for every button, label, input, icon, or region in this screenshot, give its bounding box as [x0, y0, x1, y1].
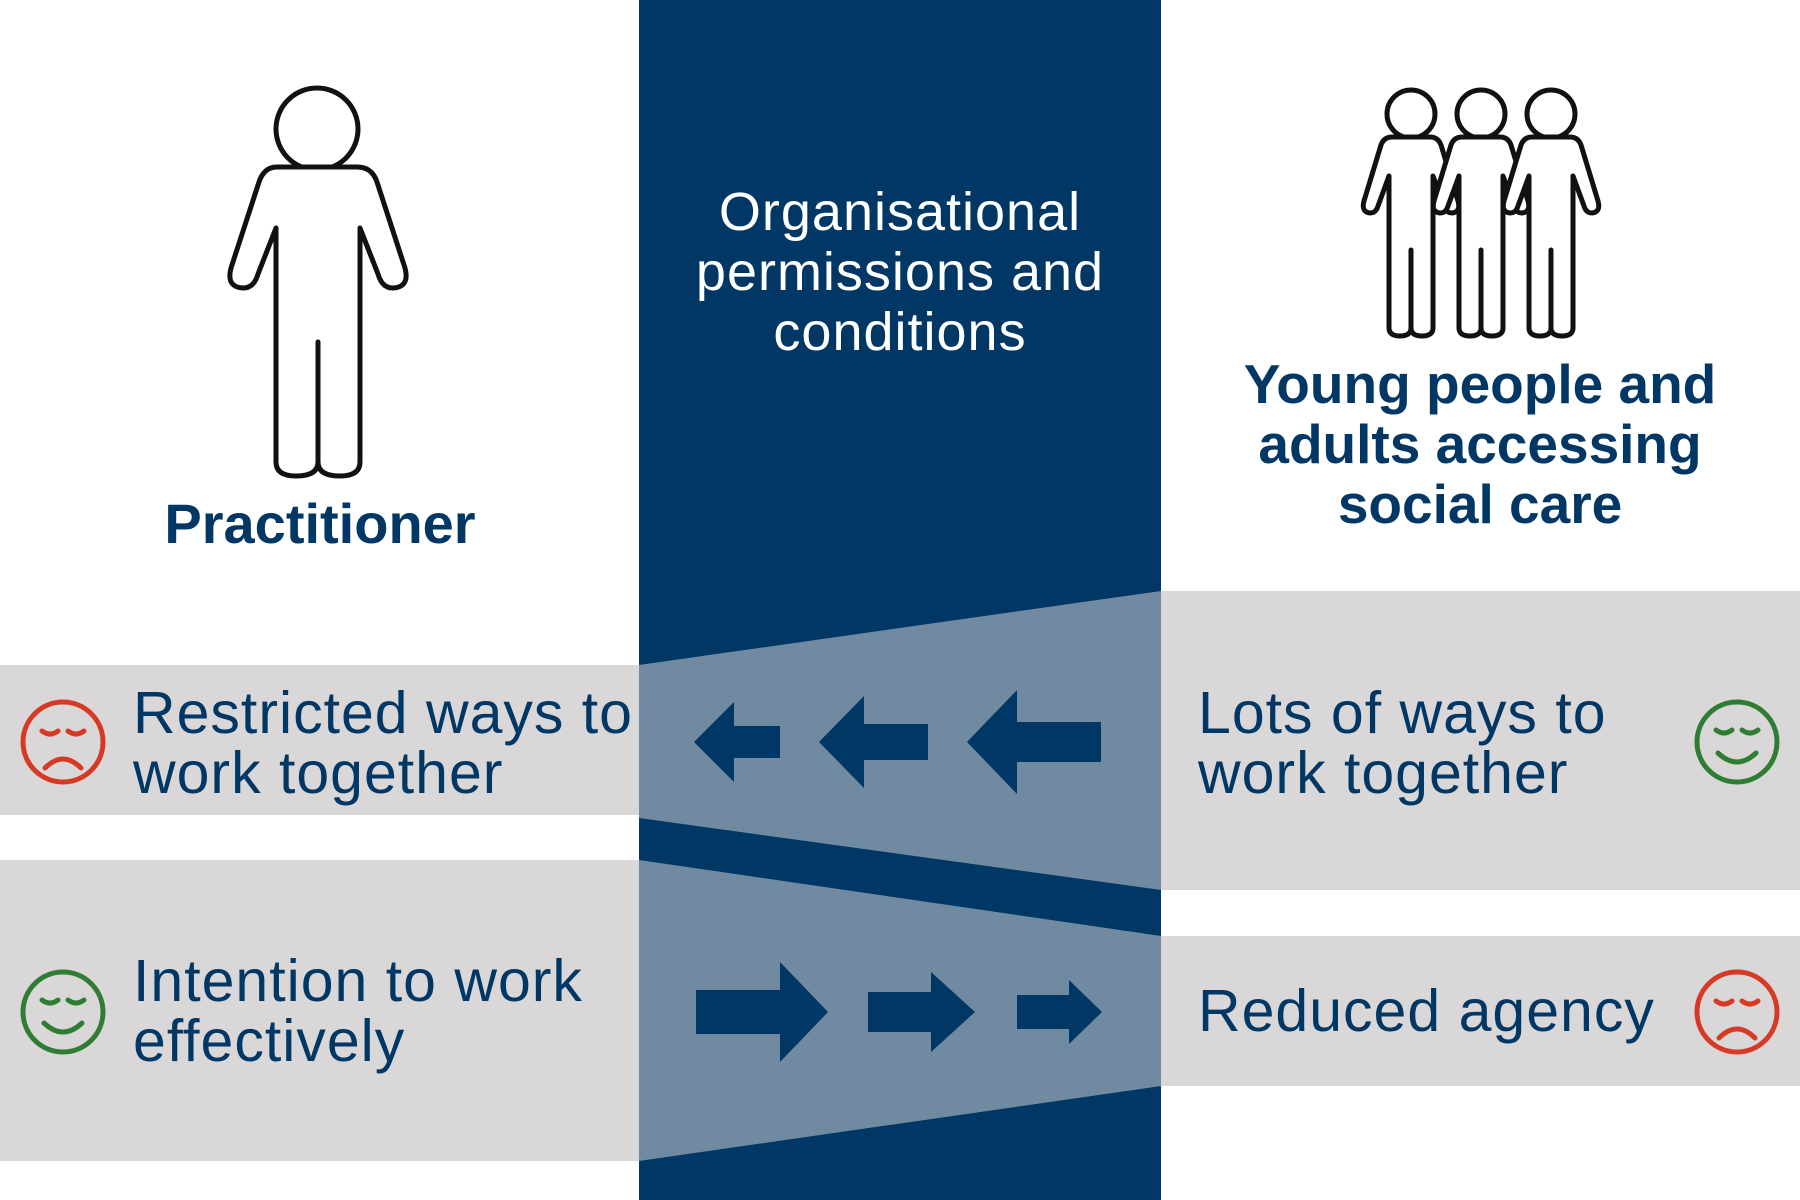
arrow-left-icon [694, 702, 780, 782]
band-top-right [1161, 591, 1800, 890]
people-title: Young people and adults accessing social… [1243, 353, 1717, 535]
arrows-left [694, 690, 1101, 794]
practitioner-title: Practitioner [164, 492, 476, 555]
person-icon [227, 85, 409, 479]
band-bottom-right [1161, 936, 1800, 1086]
arrow-left-icon [819, 696, 928, 788]
arrows-right [696, 962, 1102, 1062]
arrow-right-icon [868, 972, 975, 1052]
group-of-people-icon [1360, 87, 1602, 339]
restricted-ways-label: Restricted ways to work together [133, 680, 633, 806]
band-bottom-left [0, 860, 639, 1161]
happy-face-icon [20, 969, 106, 1055]
reduced-agency-label: Reduced agency [1198, 978, 1655, 1044]
arrow-right-icon [1017, 980, 1102, 1044]
sad-face-icon [1694, 969, 1780, 1055]
band-top-left [0, 665, 639, 815]
center-column-title: Organisational permissions and condition… [695, 182, 1105, 362]
arrow-right-icon [696, 962, 828, 1062]
intention-label: Intention to work effectively [133, 948, 583, 1074]
arrow-left-icon [967, 690, 1101, 794]
lots-of-ways-label: Lots of ways to work together [1198, 680, 1607, 806]
sad-face-icon [20, 699, 106, 785]
happy-face-icon [1694, 699, 1780, 785]
